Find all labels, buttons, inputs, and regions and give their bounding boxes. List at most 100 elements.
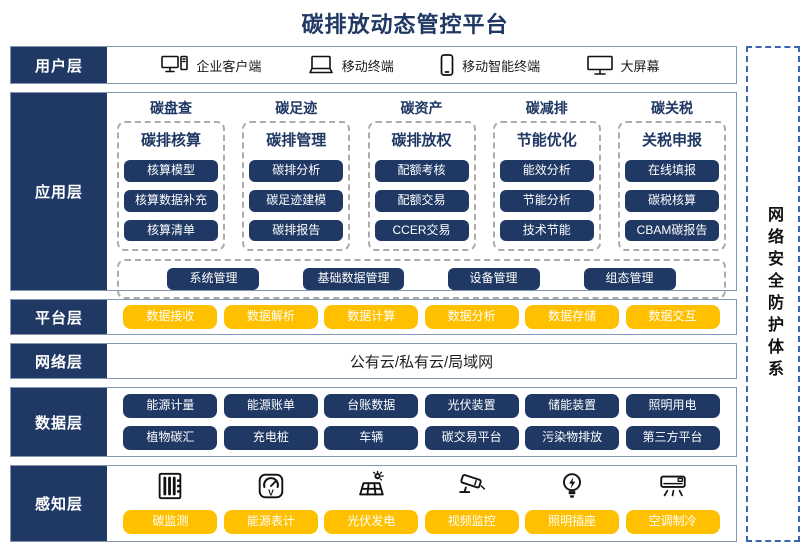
app-column-header: 碳盘查 [150,100,192,116]
layer-application: 应用层 碳盘查 碳排核算 核算模型 核算数据补充 核算清单 [10,92,737,300]
perception-device-bulb: 照明插座 [525,469,620,534]
energy-meter-icon: V [255,469,287,503]
platform-capability: 数据交互 [625,305,720,329]
perception-device-camera: 视频监控 [424,469,519,534]
svg-text:V: V [268,488,274,498]
app-column-carbon-inventory: 碳盘查 碳排核算 核算模型 核算数据补充 核算清单 [117,97,225,252]
cctv-camera-icon [456,469,488,503]
perception-device-solar: 光伏发电 [324,469,419,534]
common-module: 基础数据管理 [303,268,404,291]
common-module: 设备管理 [447,268,540,291]
data-source: 台账数据 [324,394,419,418]
platform-capability: 数据计算 [324,305,419,329]
app-column-subheader: 碳排核算 [140,132,201,149]
platform-capability: 数据分析 [424,305,519,329]
data-source-row: 能源计量 能源账单 台账数据 光伏装置 储能装置 照明用电 [117,394,726,418]
diagram-body: 用户层 企业客户端 [0,46,810,542]
layer-data-content: 能源计量 能源账单 台账数据 光伏装置 储能装置 照明用电 植物碳汇 充电桩 车… [107,388,736,456]
carbon-monitor-icon [154,469,186,503]
desktop-pc-icon [161,55,189,76]
data-source: 储能装置 [525,394,620,418]
platform-capability: 数据解析 [223,305,318,329]
smartphone-icon [440,54,454,76]
user-terminal-label: 大屏幕 [620,58,660,74]
layer-data: 数据层 能源计量 能源账单 台账数据 光伏装置 储能装置 照明用电 植物碳汇 充… [10,387,737,457]
user-terminal-label: 企业客户端 [196,58,262,74]
data-source: 植物碳汇 [123,426,218,450]
layer-stack: 用户层 企业客户端 [10,46,737,542]
data-source-row: 植物碳汇 充电桩 车辆 碳交易平台 污染物排放 第三方平台 [117,426,726,450]
layer-application-content: 碳盘查 碳排核算 核算模型 核算数据补充 核算清单 碳足迹 碳排管理 [107,93,736,300]
user-terminal-label: 移动终端 [341,58,394,74]
security-protection-label: 网络安全防护体系 [765,206,782,382]
app-column-box: 关税申报 在线填报 碳税核算 CBAM碳报告 [618,121,726,252]
user-terminal-enterprise: 企业客户端 [161,55,261,76]
app-module: 在线填报 [625,160,719,182]
user-terminal-mobile: 移动终端 [308,55,394,75]
data-source: 能源账单 [223,394,318,418]
app-module: CBAM碳报告 [625,219,719,242]
platform-capability: 数据接收 [123,305,218,329]
app-module: 配额交易 [374,189,469,212]
app-module: 能效分析 [499,160,594,182]
app-module: 碳足迹建模 [249,189,344,212]
layer-user: 用户层 企业客户端 [10,46,737,84]
app-module: 碳排分析 [249,160,344,182]
app-module: 核算清单 [124,219,218,242]
app-column-box: 碳排核算 核算模型 核算数据补充 核算清单 [117,121,225,252]
layer-perception-label: 感知层 [11,466,107,541]
app-column-subheader: 碳排管理 [266,132,327,149]
app-column-carbon-asset: 碳资产 碳排放权 配额考核 配额交易 CCER交易 [367,97,476,252]
layer-network-label: 网络层 [11,344,107,378]
security-protection-bar: 网络安全防护体系 [746,46,800,542]
layer-application-label: 应用层 [11,93,107,290]
perception-device-ac: 空调制冷 [625,469,720,534]
data-source: 充电桩 [223,426,318,450]
perception-device-label: 光伏发电 [324,510,419,534]
layer-network: 网络层 公有云/私有云/局域网 [10,343,737,379]
common-module: 组态管理 [583,268,676,291]
perception-device-label: 能源表计 [223,510,318,534]
solar-panel-icon [355,469,387,503]
perception-device-label: 视频监控 [424,510,519,534]
app-column-subheader: 关税申报 [641,132,702,149]
layer-perception-content: 碳监测 V 能源表计 [107,466,736,541]
app-column-header: 碳减排 [525,100,568,116]
app-module: 核算数据补充 [124,189,218,212]
data-source: 碳交易平台 [424,426,519,450]
app-module: 核算模型 [124,160,218,182]
app-column-subheader: 碳排放权 [391,132,452,149]
laptop-icon [308,55,334,75]
data-source: 车辆 [324,426,419,450]
app-column-carbon-reduction: 碳减排 节能优化 能效分析 节能分析 技术节能 [492,97,601,252]
light-bulb-icon [556,469,588,503]
user-terminal-label: 移动智能终端 [462,58,541,74]
app-column-carbon-footprint: 碳足迹 碳排管理 碳排分析 碳足迹建模 碳排报告 [242,97,351,252]
app-module: 碳税核算 [625,189,719,212]
data-source: 能源计量 [123,394,218,418]
layer-platform-content: 数据接收 数据解析 数据计算 数据分析 数据存储 数据交互 [107,300,736,334]
perception-device-label: 空调制冷 [625,510,720,534]
layer-platform-label: 平台层 [11,300,107,334]
perception-device-label: 照明插座 [525,510,620,534]
network-cloud-text: 公有云/私有云/局域网 [349,353,494,371]
app-column-box: 碳排放权 配额考核 配额交易 CCER交易 [367,121,476,252]
data-source: 光伏装置 [424,394,519,418]
data-source: 第三方平台 [625,426,720,450]
app-module: 节能分析 [499,189,594,212]
layer-perception: 感知层 [10,465,737,542]
app-module: CCER交易 [374,219,469,242]
common-module: 系统管理 [167,268,260,291]
data-source: 照明用电 [625,394,720,418]
app-column-box: 碳排管理 碳排分析 碳足迹建模 碳排报告 [242,121,351,252]
app-column-box: 节能优化 能效分析 节能分析 技术节能 [492,121,601,252]
app-column-subheader: 节能优化 [516,132,577,149]
platform-capability: 数据存储 [525,305,620,329]
app-column-header: 碳关税 [651,100,693,116]
perception-device-meter: V 能源表计 [223,469,318,534]
app-column-header: 碳资产 [400,100,443,116]
data-source: 污染物排放 [525,426,620,450]
app-module: 配额考核 [374,160,469,182]
app-module: 碳排报告 [249,219,344,242]
